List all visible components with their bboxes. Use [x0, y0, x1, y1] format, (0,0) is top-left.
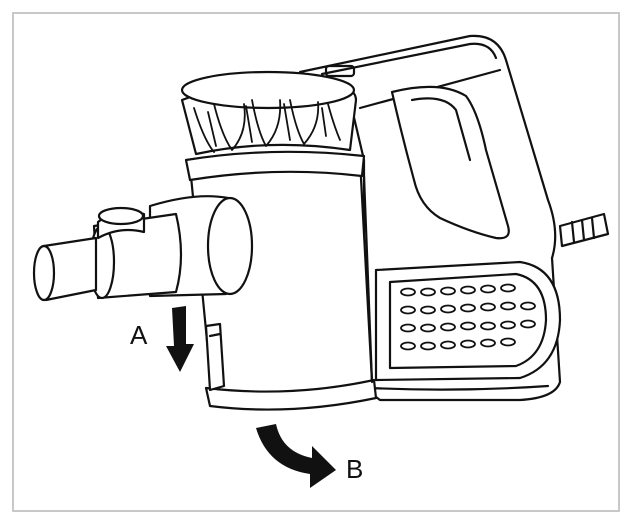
arrow-down-icon [166, 306, 194, 372]
handle-grip-inner [410, 97, 472, 162]
vent-panel-inner [388, 272, 548, 370]
housing-base [368, 384, 550, 391]
curved-arrow-icon [256, 424, 336, 488]
cyclone-fins [193, 99, 341, 153]
label-a: A [130, 320, 148, 350]
inlet-neck-ring [206, 196, 254, 296]
power-button [324, 64, 356, 78]
connector-ridge [580, 218, 586, 242]
cyclone-head-cap [180, 70, 356, 110]
dust-cup-seam [362, 174, 374, 384]
latch-detail [208, 332, 222, 338]
handle-grip-opening [390, 85, 510, 240]
vent-slots [400, 283, 536, 351]
connector-ridge [570, 220, 576, 244]
dust-cup-top-rim [184, 150, 366, 182]
release-button-top [97, 206, 145, 226]
dust-cup-latch [204, 322, 226, 392]
nozzle-opening [32, 244, 56, 302]
label-b: B [346, 454, 364, 484]
nozzle-tube [92, 212, 183, 300]
handle-top-ridge [320, 42, 498, 76]
connector-ridge [590, 216, 596, 240]
dust-cup-bottom-rim [204, 378, 378, 411]
side-connector [558, 212, 610, 248]
